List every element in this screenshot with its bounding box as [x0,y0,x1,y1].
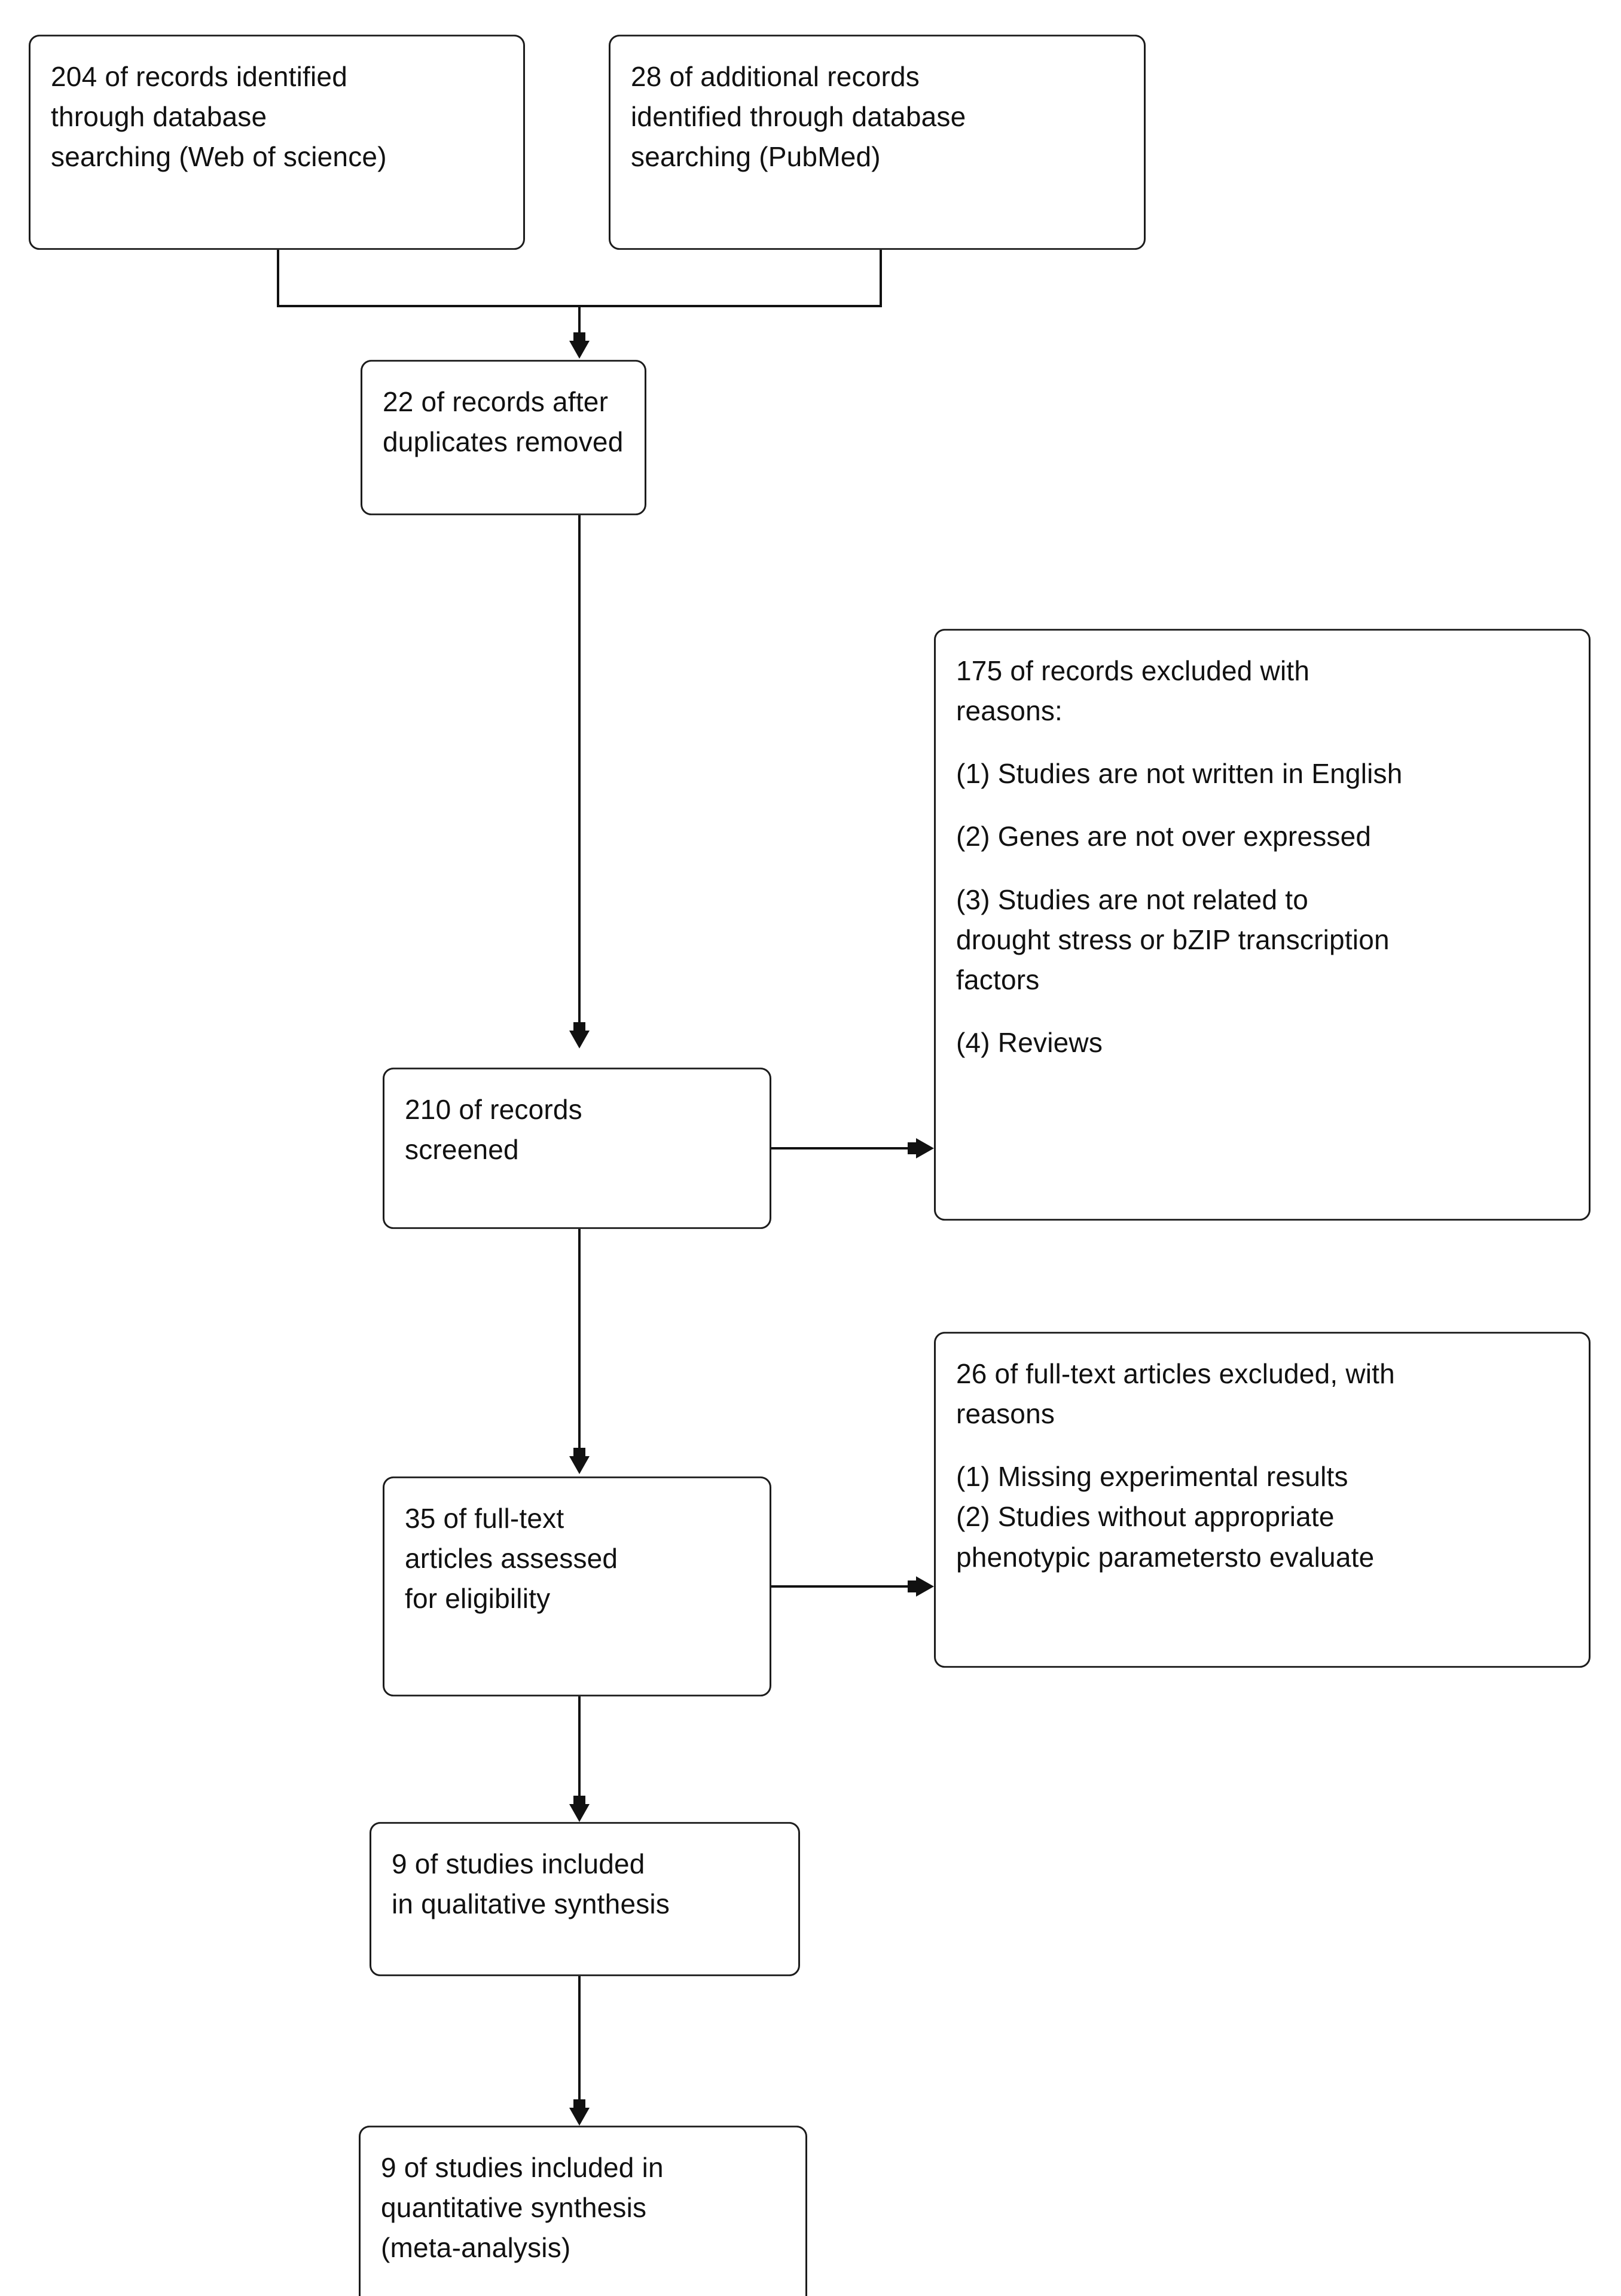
node-line: searching (Web of science) [51,141,387,173]
arrow-merge-to-duplicates-stem [573,332,585,343]
node-qualitative-synthesis[interactable]: 9 of studies included in qualitative syn… [370,1822,800,1976]
node-reason-1: (1) Missing experimental results [956,1461,1348,1493]
node-line: 175 of records excluded with [956,655,1310,686]
node-line: in qualitative synthesis [392,1888,670,1920]
node-identification-web-of-science[interactable]: 204 of records identified through databa… [29,35,525,250]
node-line: 204 of records identified [51,61,347,92]
node-fulltext-assessed[interactable]: 35 of full-text articles assessed for el… [383,1476,771,1696]
connector-fulltext-to-qualitative [578,1696,581,1808]
node-identification-pubmed[interactable]: 28 of additional records identified thro… [609,35,1146,250]
node-line: reasons: [956,695,1063,727]
arrow-duplicates-to-screened-head [569,1031,590,1048]
connector-merge-to-duplicates [578,305,581,344]
node-fulltext-excluded[interactable]: 26 of full-text articles excluded, with … [934,1332,1591,1668]
node-line: 210 of records [405,1094,582,1125]
arrow-qualitative-to-quantitative-stem [573,2099,585,2110]
arrow-screened-to-excluded-stem [908,1142,918,1154]
node-line: 9 of studies included in [381,2152,664,2183]
connector-fulltext-to-excluded [771,1585,915,1588]
node-line: phenotypic parametersto evaluate [956,1541,1375,1573]
arrow-fulltext-to-qualitative-stem [573,1796,585,1806]
connector-duplicates-to-screened [578,515,581,1034]
node-reason-4: (4) Reviews [956,1027,1103,1059]
node-quantitative-synthesis[interactable]: 9 of studies included in quantitative sy… [359,2126,807,2296]
node-line: through database [51,101,267,133]
arrow-fulltext-to-excluded-stem [908,1580,918,1592]
node-duplicates-removed[interactable]: 22 of records after duplicates removed [361,360,646,515]
connector-web-of-science-down [277,250,279,307]
node-records-excluded[interactable]: 175 of records excluded with reasons: (1… [934,629,1591,1221]
node-line: drought stress or bZIP transcription [956,924,1390,955]
node-line: identified through database [631,101,966,133]
node-reason-2: (2) Studies without appropriate [956,1501,1335,1533]
connector-screened-to-fulltext [578,1229,581,1460]
arrow-screened-to-fulltext-head [569,1456,590,1474]
connector-qualitative-to-quantitative [578,1976,581,2111]
node-line: 22 of records after [383,386,609,417]
node-line: screened [405,1134,519,1166]
node-line: for eligibility [405,1583,551,1615]
arrow-duplicates-to-screened-stem [573,1022,585,1033]
node-line: 28 of additional records [631,61,920,92]
node-reason-2: (2) Genes are not over expressed [956,821,1372,852]
arrow-fulltext-to-qualitative-head [569,1804,590,1822]
node-line: searching (PubMed) [631,141,881,173]
arrow-screened-to-fulltext-stem [573,1448,585,1459]
arrow-merge-to-duplicates-head [569,341,590,359]
arrow-fulltext-to-excluded-head [916,1576,934,1597]
arrow-screened-to-excluded-head [916,1138,934,1158]
node-line: factors [956,964,1040,995]
node-records-screened[interactable]: 210 of records screened [383,1068,771,1229]
node-line: (meta-analysis) [381,2232,571,2264]
node-line: reasons [956,1398,1055,1430]
arrow-qualitative-to-quantitative-head [569,2108,590,2126]
node-line: 35 of full-text [405,1503,564,1534]
node-line: duplicates removed [383,426,624,458]
node-line: 26 of full-text articles excluded, with [956,1358,1395,1389]
connector-pubmed-down [880,250,882,307]
connector-screened-to-excluded [771,1147,915,1149]
node-line: 9 of studies included [392,1848,645,1879]
node-line: articles assessed [405,1543,618,1575]
node-line: quantitative synthesis [381,2192,647,2224]
node-reason-3: (3) Studies are not related to [956,883,1308,915]
node-reason-1: (1) Studies are not written in English [956,758,1403,790]
